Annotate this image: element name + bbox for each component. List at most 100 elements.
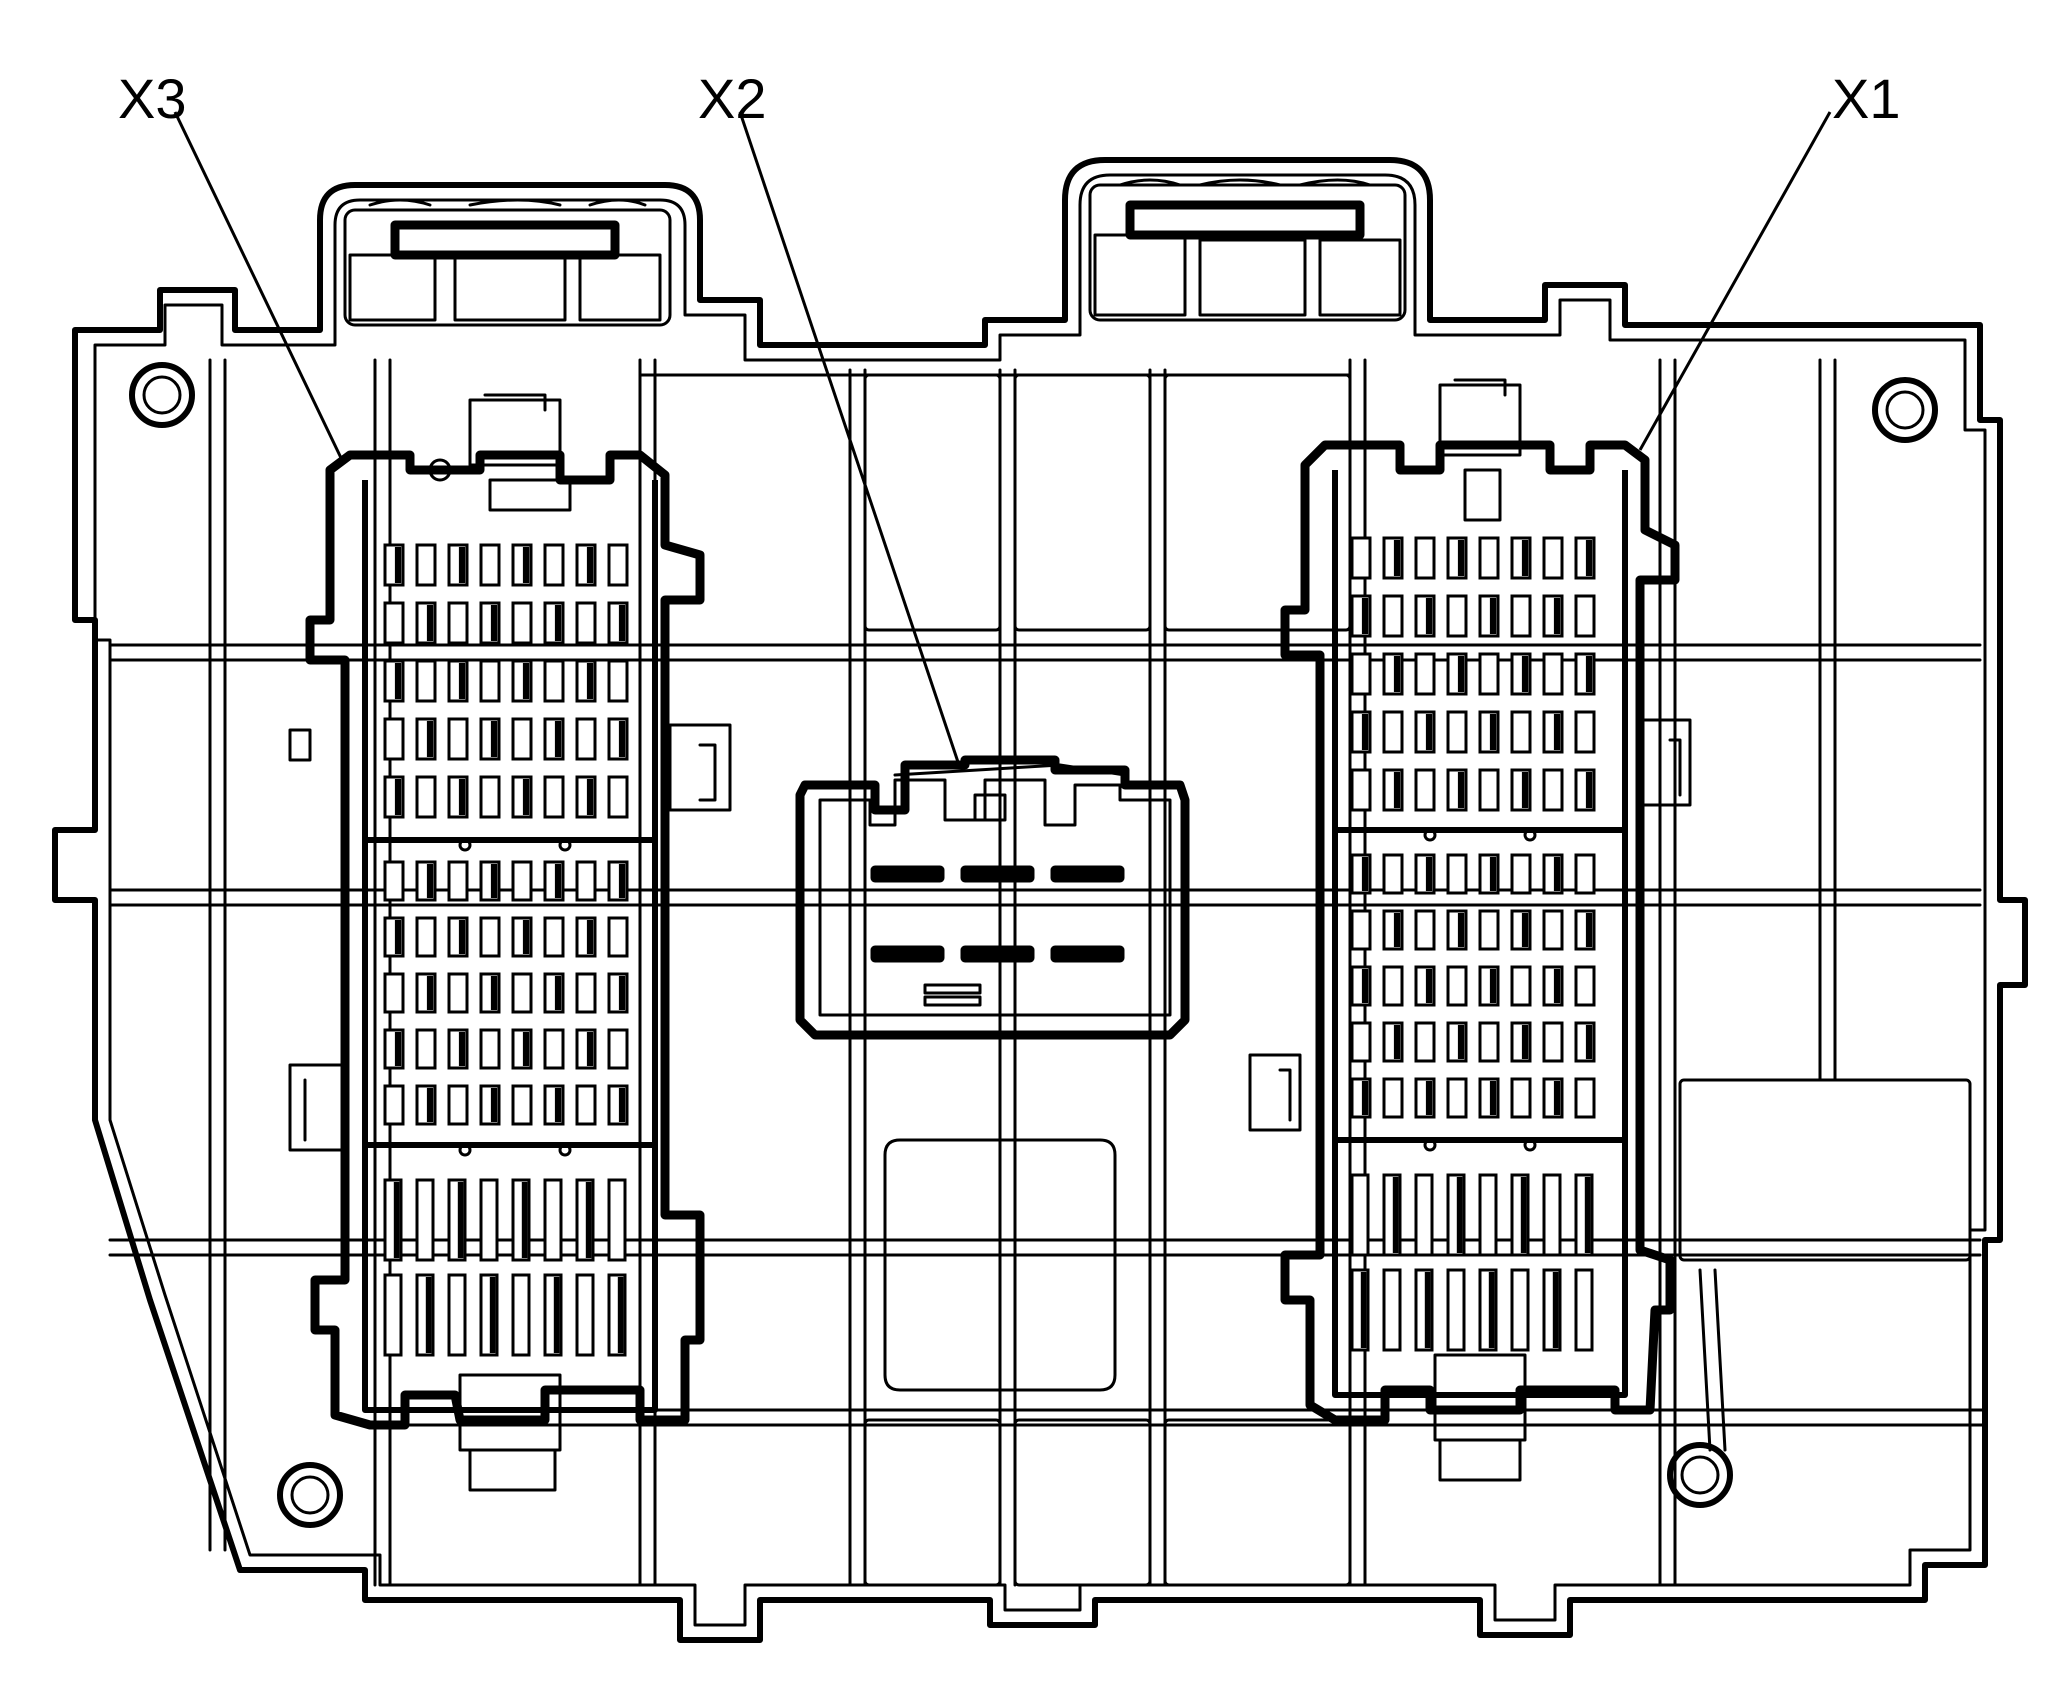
x3-pin-cavities <box>383 543 629 1357</box>
pin-terminal <box>1585 656 1593 692</box>
pin-terminal <box>554 605 562 641</box>
pin-cavity <box>447 860 469 902</box>
pin-terminal <box>1553 969 1561 1003</box>
pin-cavity <box>479 1028 501 1070</box>
pin-terminal <box>1393 913 1401 947</box>
pin-terminal <box>1425 598 1433 634</box>
pin-terminal <box>618 976 626 1010</box>
pin-cavity <box>607 775 629 819</box>
pin-cavity <box>1478 1021 1500 1063</box>
pin-terminal <box>1456 1177 1463 1253</box>
pin-terminal <box>458 1032 466 1066</box>
pin-cavity <box>1542 1173 1562 1257</box>
pin-terminal <box>1425 969 1433 1003</box>
pin-terminal <box>1393 540 1401 576</box>
x1-leader-line <box>1638 111 1832 451</box>
mounting-hole-bottom-right <box>1667 1442 1733 1508</box>
pin-terminal <box>618 721 626 757</box>
pin-cavity <box>1478 536 1500 580</box>
pin-cavity <box>1574 1077 1596 1119</box>
pin-cavity <box>1446 710 1468 754</box>
pin-cavity <box>415 775 437 819</box>
pin-cavity <box>1574 594 1596 638</box>
pin-terminal <box>1393 656 1401 692</box>
pin-cavity <box>1478 1173 1498 1257</box>
pin-cavity <box>415 659 437 703</box>
pin-cavity <box>543 1178 563 1262</box>
pin-terminal <box>1360 1272 1367 1348</box>
pin-terminal <box>458 547 466 583</box>
pin-terminal <box>522 779 530 815</box>
pin-cavity <box>1510 710 1532 754</box>
x3-leader-line <box>173 111 344 461</box>
pin-cavity <box>447 1273 467 1357</box>
pin-terminal <box>426 976 434 1010</box>
pin-terminal <box>1424 1272 1431 1348</box>
pin-terminal <box>1393 1025 1401 1059</box>
pin-cavity <box>575 717 597 761</box>
pin-terminal <box>394 779 402 815</box>
pin-cavity <box>511 1273 531 1357</box>
pin-cavity <box>1542 652 1564 696</box>
pin-terminal <box>586 1032 594 1066</box>
pin-cavity <box>1414 1021 1436 1063</box>
pin-terminal <box>490 721 498 757</box>
pin-cavity <box>447 1084 469 1126</box>
pin-cavity <box>1446 594 1468 638</box>
pin-cavity <box>575 1084 597 1126</box>
pin-cavity <box>575 601 597 645</box>
mounting-hole-bottom-left <box>277 1462 343 1528</box>
pin-cavity <box>415 916 437 958</box>
x3-label: X3 <box>118 67 187 130</box>
pin-terminal <box>1361 969 1369 1003</box>
pin-cavity <box>1382 594 1404 638</box>
pin-terminal <box>490 976 498 1010</box>
pin-cavity <box>383 601 405 645</box>
pin-terminal <box>1521 656 1529 692</box>
pin-cavity <box>607 1178 627 1262</box>
pin-cavity <box>1542 909 1564 951</box>
pin-cavity <box>1510 594 1532 638</box>
x1-pin-cavities <box>1350 536 1596 1352</box>
pin-terminal <box>1489 857 1497 891</box>
pin-terminal <box>1425 857 1433 891</box>
pin-terminal <box>490 605 498 641</box>
pin-terminal <box>1584 1177 1591 1253</box>
pin-cavity <box>1542 536 1564 580</box>
pin-terminal <box>1393 772 1401 808</box>
pin-cavity <box>511 717 533 761</box>
pin-terminal <box>554 864 562 898</box>
pin-terminal <box>394 920 402 954</box>
pin-cavity <box>543 659 565 703</box>
pin-terminal <box>586 663 594 699</box>
pin-terminal <box>1457 1025 1465 1059</box>
pin-terminal <box>425 1277 432 1353</box>
pin-cavity <box>383 972 405 1014</box>
pin-terminal <box>1553 714 1561 750</box>
pin-terminal <box>618 1088 626 1122</box>
pin-cavity <box>1510 853 1532 895</box>
pin-terminal <box>1585 772 1593 808</box>
pin-terminal <box>1361 598 1369 634</box>
pin-cavity <box>1414 652 1436 696</box>
pin-terminal <box>1489 714 1497 750</box>
pin-terminal <box>586 779 594 815</box>
pin-cavity <box>1382 710 1404 754</box>
pin-cavity <box>543 775 565 819</box>
pin-cavity <box>607 543 629 587</box>
connector-x1 <box>1248 378 1692 1482</box>
pin-cavity <box>607 1028 629 1070</box>
mounting-hole-top-right <box>1872 377 1938 443</box>
pin-cavity <box>1478 909 1500 951</box>
pin-cavity <box>543 916 565 958</box>
pin-terminal <box>1553 598 1561 634</box>
pin-cavity <box>1542 1021 1564 1063</box>
pin-terminal <box>1585 1025 1593 1059</box>
pin-cavity <box>1446 1268 1466 1352</box>
pin-cavity <box>1350 536 1372 580</box>
pin-cavity <box>1350 1173 1370 1257</box>
pin-cavity <box>1510 1268 1530 1352</box>
pin-cavity <box>415 543 437 587</box>
pin-terminal <box>490 864 498 898</box>
